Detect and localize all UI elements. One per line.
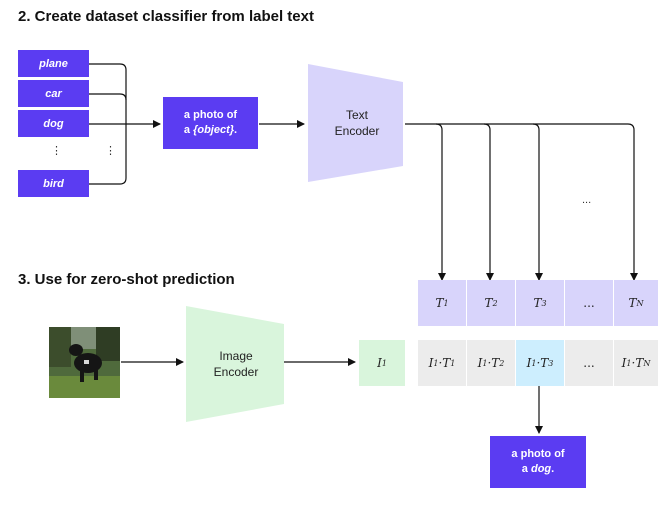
step2-heading: 2. Create dataset classifier from label …	[18, 8, 314, 25]
prediction-line2: a dog.	[521, 463, 555, 475]
embedding-ellipsis: ...	[582, 194, 592, 206]
prediction-box: a photo of a dog.	[490, 436, 586, 488]
prompt-line2: a {object}.	[183, 124, 238, 136]
prediction-object: dog	[530, 463, 552, 475]
text-encoder-shape	[308, 64, 403, 182]
label-car: car	[18, 80, 89, 107]
step3-heading: 3. Use for zero-shot prediction	[18, 271, 235, 288]
prompt-object: {object}	[193, 124, 235, 136]
prediction-line1: a photo of	[511, 448, 565, 460]
prompt-line1: a photo of	[183, 109, 238, 121]
label-dog: dog	[18, 110, 89, 137]
label-plane: plane	[18, 50, 89, 77]
dog-photo	[49, 327, 120, 398]
text-embedding-ellipsis: ...	[565, 280, 613, 326]
image-encoder-label: Image Encoder	[213, 349, 259, 379]
label-ellipsis-right: ⋮	[105, 145, 116, 157]
prompt-template-box: a photo of a {object}.	[163, 97, 258, 149]
text-encoder-label: Text Encoder	[334, 108, 380, 138]
label-bird: bird	[18, 170, 89, 197]
product-ellipsis: ...	[565, 340, 613, 386]
image-encoder-shape	[186, 306, 284, 422]
label-ellipsis-left: ⋮	[51, 145, 62, 157]
